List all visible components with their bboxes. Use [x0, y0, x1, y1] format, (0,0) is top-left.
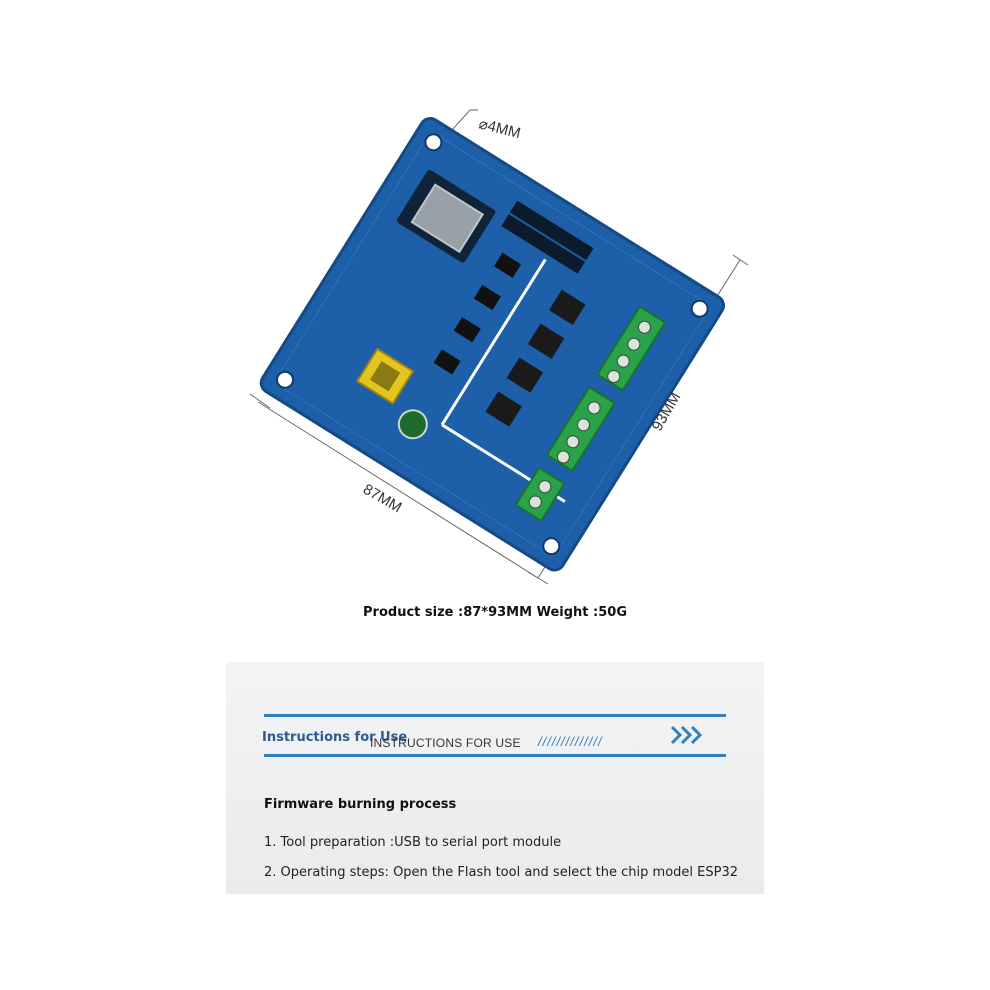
- instructions-panel: Instructions for Use INSTRUCTIONS FOR US…: [226, 662, 764, 894]
- mounting-hole: [690, 299, 709, 318]
- mounting-hole: [424, 133, 443, 152]
- mounting-hole: [276, 370, 295, 389]
- width-dimension-label: 87MM: [360, 481, 405, 517]
- decorative-slashes: //////////////: [538, 734, 603, 749]
- mounting-hole: [542, 537, 561, 556]
- divider-bottom: [264, 754, 726, 757]
- pin-header: [501, 200, 594, 274]
- triacs: [485, 289, 586, 427]
- pcb-board: [259, 117, 725, 572]
- hole-diameter-label: ⌀4MM: [477, 115, 522, 142]
- instructions-subtitle: INSTRUCTIONS FOR USE: [370, 736, 521, 750]
- pcb-board-figure: ⌀4MM 87MM 93MM: [249, 109, 749, 585]
- step-item: 2. Operating steps: Open the Flash tool …: [264, 865, 738, 880]
- capacitor: [397, 409, 428, 440]
- step-item: 1. Tool preparation :USB to serial port …: [264, 835, 562, 850]
- product-size-caption: Product size :87*93MM Weight :50G: [363, 605, 627, 620]
- optocouplers: [433, 252, 522, 375]
- double-chevron-right-icon: [670, 725, 703, 745]
- terminal-screws: [528, 320, 651, 509]
- firmware-heading: Firmware burning process: [264, 797, 457, 812]
- divider-top: [264, 714, 726, 717]
- instructions-title: Instructions for Use: [262, 730, 408, 745]
